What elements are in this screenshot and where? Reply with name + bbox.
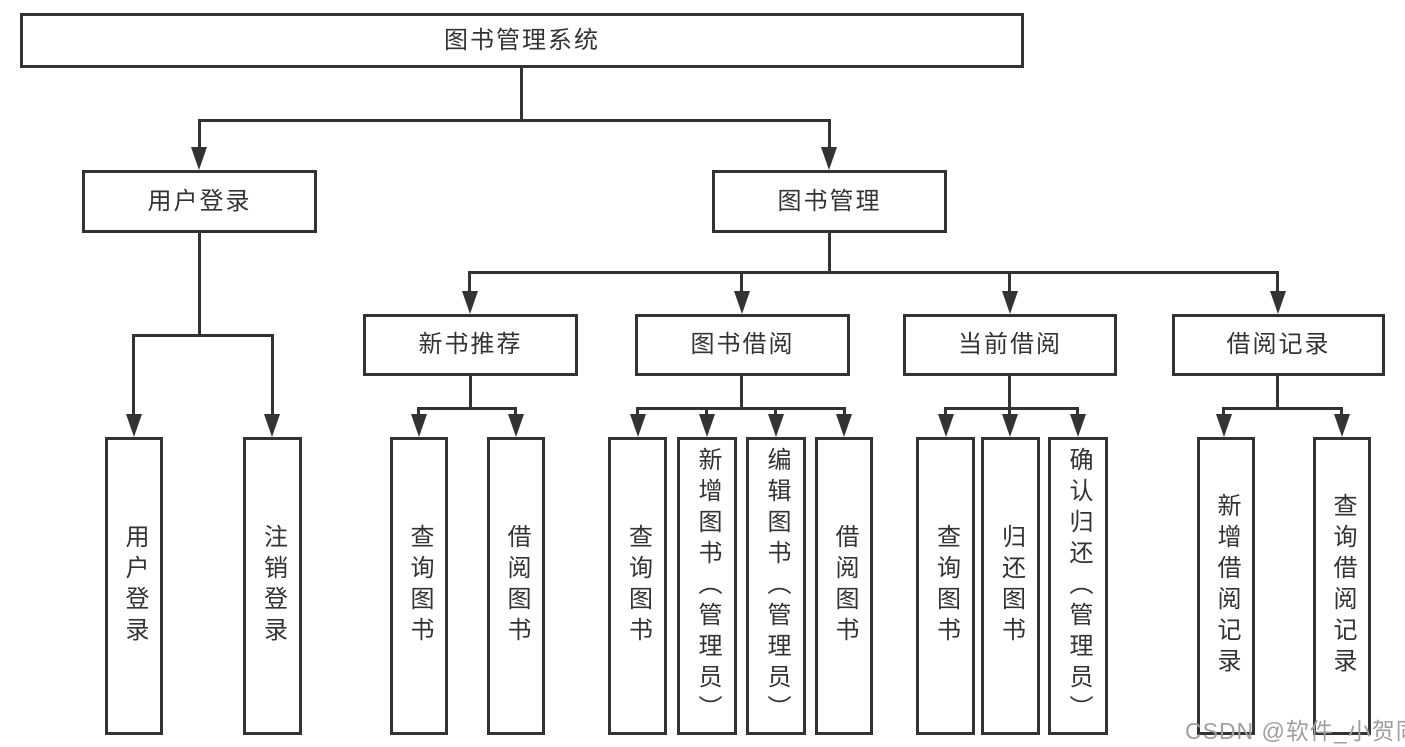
leaf-borrow-books-recommend: 借阅图书 [487,437,545,735]
connector-stub [1276,272,1279,294]
connector-hline [417,407,517,410]
leaf-query-books-borrow: 查询图书 [608,437,667,735]
node-label: 借阅图书 [831,524,858,648]
arrowhead-down [1334,414,1350,437]
node-new-book-recommend: 新书推荐 [363,314,578,376]
node-label: 当前借阅 [958,331,1062,358]
arrowhead-down [1002,414,1018,437]
connector-hline [1222,407,1343,410]
connector-vline [740,376,743,410]
leaf-add-books-admin: 新增图书（管理员） [677,437,737,735]
connector-vline [1276,376,1279,410]
arrowhead-down [821,147,837,170]
node-label: 借阅图书 [503,524,530,648]
connector-hline [132,334,274,337]
connector-stub [132,334,135,416]
leaf-confirm-return-admin: 确认归还（管理员） [1048,437,1108,735]
node-label: 用户登录 [147,187,252,215]
connector-stub [843,407,846,416]
arrowhead-down [836,414,852,437]
node-label: 查询图书 [406,524,433,648]
connector-stub [774,407,777,416]
connector-stub [514,407,517,416]
leaf-return-books: 归还图书 [981,437,1040,735]
node-library-system: 图书管理系统 [20,13,1024,68]
arrowhead-down [630,414,646,437]
connector-hline [636,407,846,410]
node-current-borrow: 当前借阅 [903,314,1117,376]
node-label: 用户登录 [121,524,148,648]
arrowhead-down [768,414,784,437]
arrowhead-down [462,291,478,314]
arrowhead-down [191,147,207,170]
arrowhead-down [734,291,750,314]
node-label: 图书管理 [777,187,882,215]
node-label: 新书推荐 [418,331,523,358]
arrowhead-down [1216,414,1232,437]
connector-stub [1008,272,1011,294]
connector-stub [198,120,201,150]
leaf-add-borrow-record: 新增借阅记录 [1197,437,1255,735]
connector-hline [944,407,1079,410]
leaf-borrow-books: 借阅图书 [815,437,873,735]
node-label: 归还图书 [997,524,1025,648]
connector-stub [1340,407,1343,416]
arrowhead-down [508,414,524,437]
connector-vline [1008,376,1011,410]
arrowhead-down [938,414,954,437]
node-book-borrow: 图书借阅 [635,314,850,376]
node-label: 新增图书（管理员） [694,446,721,726]
node-user-login: 用户登录 [82,170,317,233]
connector-stub [1008,407,1011,416]
arrowhead-down [126,414,142,437]
node-label: 确认归还（管理员） [1065,446,1092,726]
leaf-user-login: 用户登录 [105,437,163,735]
node-label: 新增借阅记录 [1213,493,1240,679]
connector-stub [1076,407,1079,416]
leaf-query-borrow-record: 查询借阅记录 [1313,437,1371,735]
arrowhead-down [1070,414,1086,437]
connector-vline [520,68,523,122]
node-label: 借阅记录 [1226,331,1331,358]
arrowhead-down [1270,291,1286,314]
node-label: 查询图书 [932,524,960,648]
node-label: 查询借阅记录 [1329,493,1356,679]
connector-vline [828,233,831,274]
connector-vline [469,376,472,410]
connector-hline [468,271,1279,274]
node-label: 注销登录 [259,524,287,648]
arrowhead-down [1002,291,1018,314]
node-label: 查询图书 [624,524,652,648]
leaf-query-books-current: 查询图书 [916,437,975,735]
connector-hline [198,119,831,122]
arrowhead-down [264,414,280,437]
leaf-query-books-recommend: 查询图书 [390,437,448,735]
node-label: 编辑图书（管理员） [763,446,790,726]
arrowhead-down [699,414,715,437]
connector-stub [1222,407,1225,416]
leaf-edit-books-admin: 编辑图书（管理员） [746,437,806,735]
connector-stub [944,407,947,416]
node-label: 图书借阅 [690,331,795,358]
node-borrow-records: 借阅记录 [1172,314,1385,376]
connector-stub [705,407,708,416]
connector-stub [740,272,743,294]
arrowhead-down [411,414,427,437]
connector-vline [198,233,201,336]
node-label: 图书管理系统 [444,26,600,54]
watermark: CSDN @软件_小贺同学 [1185,718,1405,744]
connector-stub [417,407,420,416]
connector-stub [636,407,639,416]
node-book-management: 图书管理 [712,170,947,233]
connector-stub [271,334,274,416]
connector-stub [828,120,831,150]
leaf-logout: 注销登录 [243,437,302,735]
connector-stub [468,272,471,294]
